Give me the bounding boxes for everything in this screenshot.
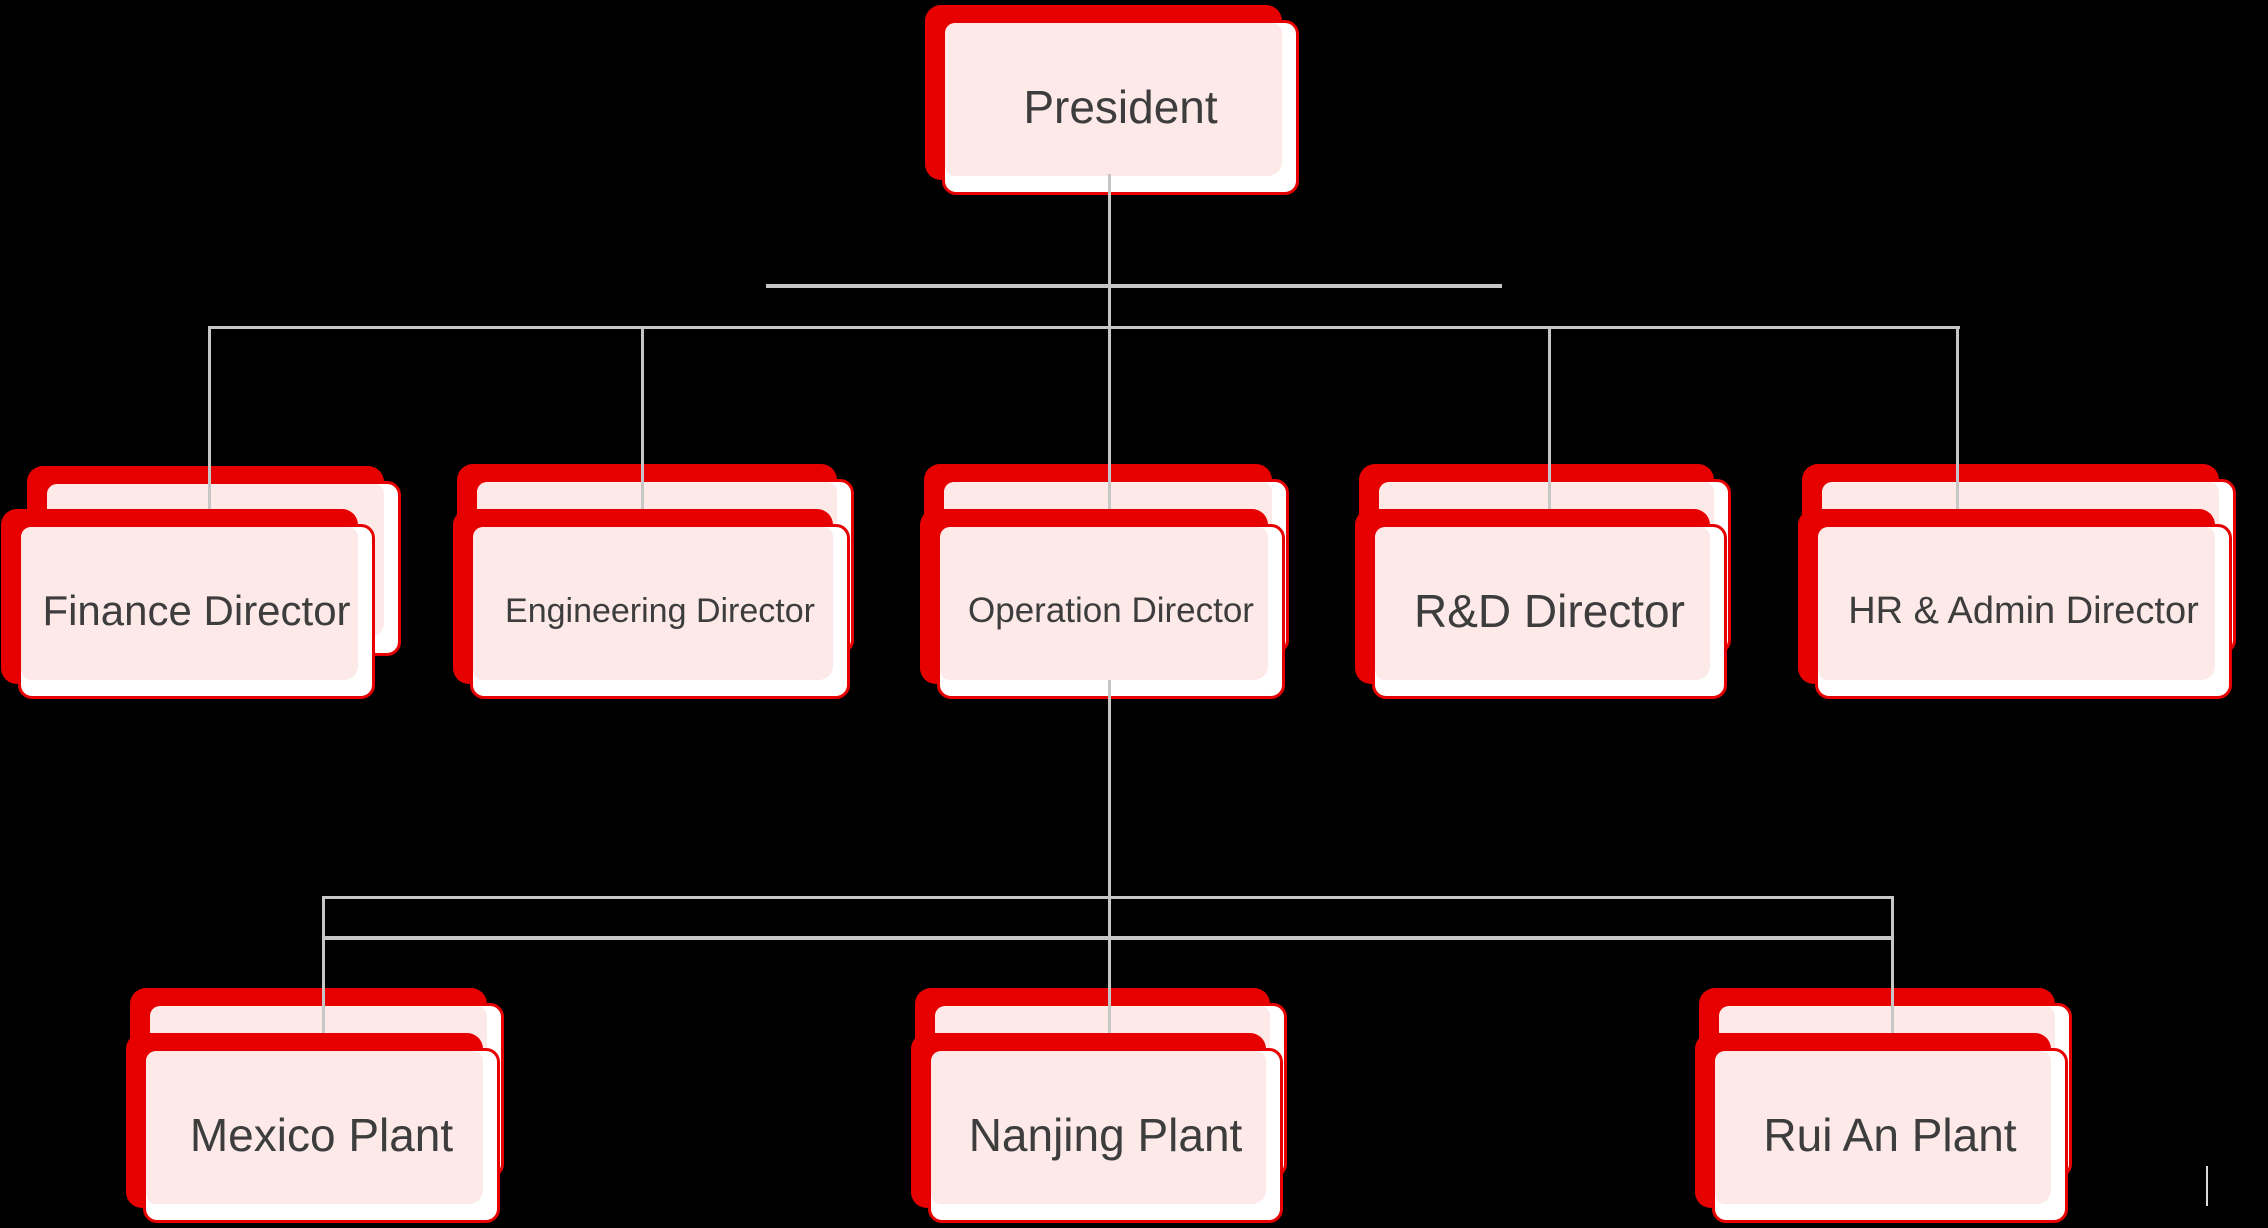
card-front-layer: R&D Director (1355, 509, 1727, 699)
card-body: Rui An Plant (1712, 1048, 2068, 1223)
org-node-rd-director[interactable]: R&D Director (1355, 464, 1731, 699)
connector-level1-horizontal (208, 326, 1960, 329)
connector-drop-rui-an (1891, 896, 1894, 1035)
org-node-operation-director[interactable]: Operation Director (920, 464, 1289, 699)
org-node-nanjing-plant[interactable]: Nanjing Plant (911, 988, 1287, 1223)
connector-level2-horizontal-top (322, 896, 1894, 899)
connector-drop-finance (208, 326, 211, 509)
card-fill (931, 1051, 1266, 1204)
card-body: Finance Director (18, 524, 375, 699)
node-label: HR & Admin Director (1848, 589, 2199, 632)
org-node-rui-an-plant[interactable]: Rui An Plant (1695, 988, 2072, 1223)
connector-drop-rd (1548, 326, 1551, 509)
org-node-mexico-plant[interactable]: Mexico Plant (126, 988, 504, 1223)
card-front-layer: Engineering Director (453, 509, 850, 699)
node-label: R&D Director (1414, 585, 1685, 638)
card-front-layer: President (925, 5, 1299, 195)
connector-level2-horizontal-bottom (322, 936, 1894, 940)
card-front-layer: HR & Admin Director (1798, 509, 2232, 699)
card-body: Operation Director (937, 524, 1285, 699)
connector-operation-to-nanjing-vertical (1108, 680, 1111, 1033)
card-front-layer: Mexico Plant (126, 1033, 500, 1223)
node-label: Rui An Plant (1763, 1109, 2017, 1162)
stray-cursor-artifact (2206, 1166, 2208, 1206)
card-front-layer: Rui An Plant (1695, 1033, 2068, 1223)
connector-drop-mexico (322, 896, 325, 1035)
node-label: Engineering Director (505, 591, 815, 630)
connector-drop-hr-admin (1956, 326, 1959, 509)
connector-drop-engineering (641, 326, 644, 509)
card-body: Engineering Director (470, 524, 850, 699)
card-fill (945, 23, 1282, 176)
card-fill (1715, 1051, 2051, 1204)
node-label: Nanjing Plant (968, 1109, 1243, 1162)
card-fill (1818, 527, 2215, 680)
card-fill (1375, 527, 1710, 680)
card-front-layer: Operation Director (920, 509, 1285, 699)
card-fill (940, 527, 1268, 680)
card-body: R&D Director (1372, 524, 1727, 699)
card-body: President (942, 20, 1299, 195)
node-label: Mexico Plant (189, 1109, 454, 1162)
node-label: President (1023, 81, 1218, 134)
card-front-layer: Finance Director (1, 509, 375, 699)
node-label: Operation Director (968, 591, 1254, 631)
org-node-president[interactable]: President (925, 5, 1299, 195)
card-body: Nanjing Plant (928, 1048, 1283, 1223)
org-node-hr-admin-director[interactable]: HR & Admin Director (1798, 464, 2236, 699)
card-front-layer: Nanjing Plant (911, 1033, 1283, 1223)
node-label: Finance Director (42, 587, 351, 635)
card-fill (21, 527, 358, 680)
org-node-engineering-director[interactable]: Engineering Director (453, 464, 854, 699)
card-body: Mexico Plant (143, 1048, 500, 1223)
connector-hang-line (766, 284, 1502, 288)
card-body: HR & Admin Director (1815, 524, 2232, 699)
connector-president-to-operation-vertical (1108, 174, 1111, 509)
card-fill (146, 1051, 483, 1204)
card-fill (473, 527, 833, 680)
org-node-finance-director[interactable]: Finance Director (1, 466, 401, 699)
